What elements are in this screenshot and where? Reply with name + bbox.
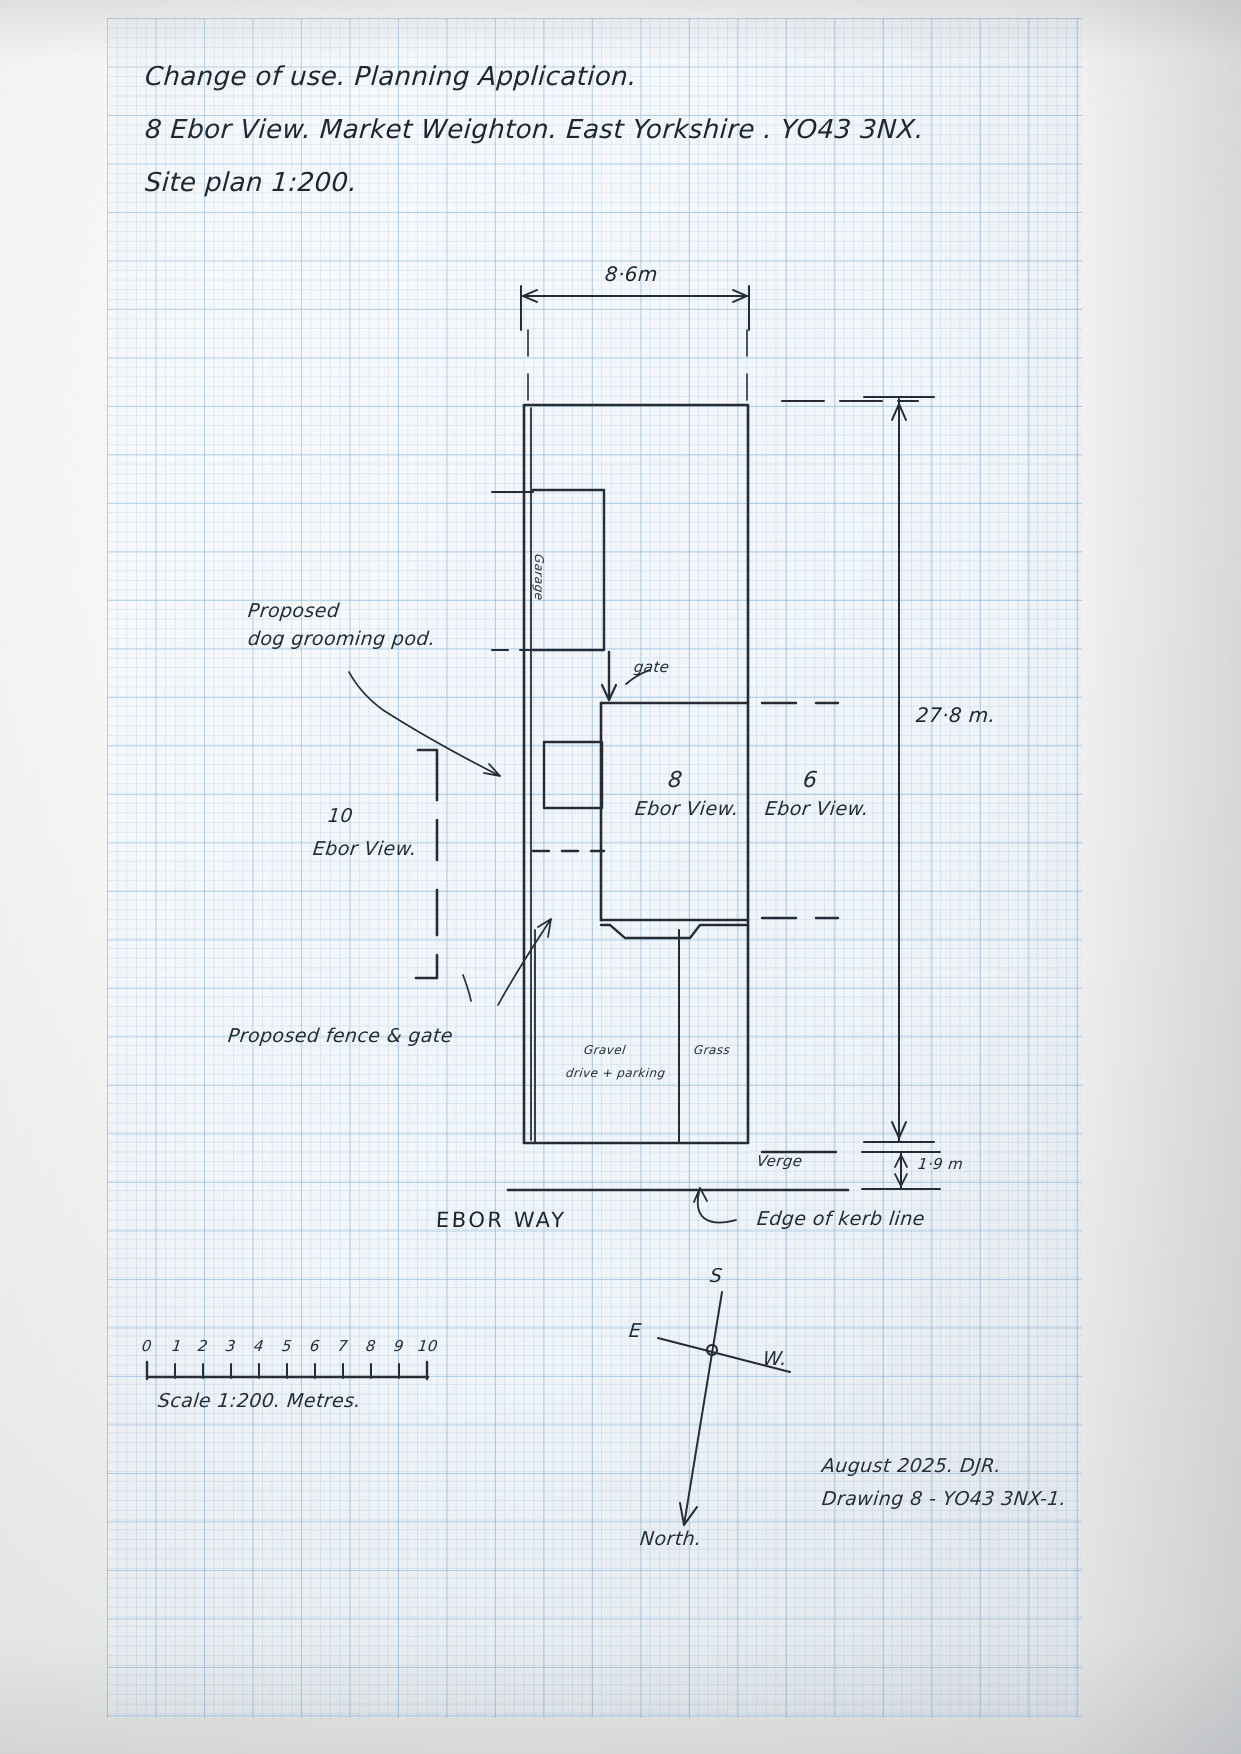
dwelling-8-footprint	[599, 701, 840, 940]
driveway-grass-divider	[534, 929, 680, 1143]
road-kerb-line	[506, 1187, 850, 1224]
pod-leader-line	[348, 671, 501, 777]
scale-bar-graphic	[145, 1360, 430, 1381]
dimension-verge	[861, 1151, 941, 1190]
garage-outline	[491, 488, 606, 652]
proposed-pod-outline	[542, 740, 604, 810]
compass-label-s: S	[708, 1265, 724, 1287]
label-gravel-line2: drive + parking	[565, 1066, 667, 1080]
signature-date-author: August 2025. DJR.	[820, 1455, 1003, 1477]
label-kerb-line: Edge of kerb line	[755, 1208, 927, 1230]
label-road-name: EBOR WAY	[435, 1208, 567, 1232]
plot-8-boundary	[522, 403, 750, 1145]
signature-drawing-ref: Drawing 8 - YO43 3NX-1.	[820, 1488, 1068, 1510]
label-proposed-pod-line1: Proposed	[246, 600, 341, 622]
dimension-label-verge: 1·9 m	[916, 1155, 965, 1173]
label-plot-6-street: Ebor View.	[763, 798, 871, 820]
label-gravel-line1: Gravel	[583, 1043, 627, 1057]
gate-marker	[600, 650, 651, 702]
dimension-label-depth: 27·8 m.	[915, 703, 997, 727]
label-proposed-pod-line2: dog grooming pod.	[246, 628, 437, 650]
compass-rose	[657, 1291, 791, 1526]
scale-tick-10: 10	[416, 1337, 439, 1355]
proposed-fence-and-gate	[414, 748, 606, 1006]
label-verge: Verge	[755, 1152, 804, 1170]
dimension-depth-right	[781, 396, 935, 1143]
compass-label-north: North.	[638, 1528, 703, 1550]
label-plot-10-street: Ebor View.	[311, 838, 419, 860]
label-plot-10-number: 10	[326, 805, 355, 827]
compass-label-e: E	[627, 1320, 643, 1342]
dimension-width-top	[520, 285, 750, 406]
scale-caption: Scale 1:200. Metres.	[156, 1390, 363, 1412]
scale-tick-7: 7	[336, 1337, 350, 1355]
label-plot-8-street: Ebor View.	[633, 798, 741, 820]
compass-label-w: W.	[761, 1348, 789, 1370]
graph-paper-grid	[107, 18, 1082, 1718]
label-plot-6-number: 6	[801, 768, 819, 793]
dimension-label-width: 8·6m	[604, 262, 659, 286]
label-grass: Grass	[693, 1043, 731, 1057]
label-gate: gate	[632, 658, 671, 676]
label-proposed-fence-gate: Proposed fence & gate	[226, 1025, 455, 1047]
label-plot-8-number: 8	[666, 768, 684, 793]
label-garage: Garage	[532, 553, 546, 602]
